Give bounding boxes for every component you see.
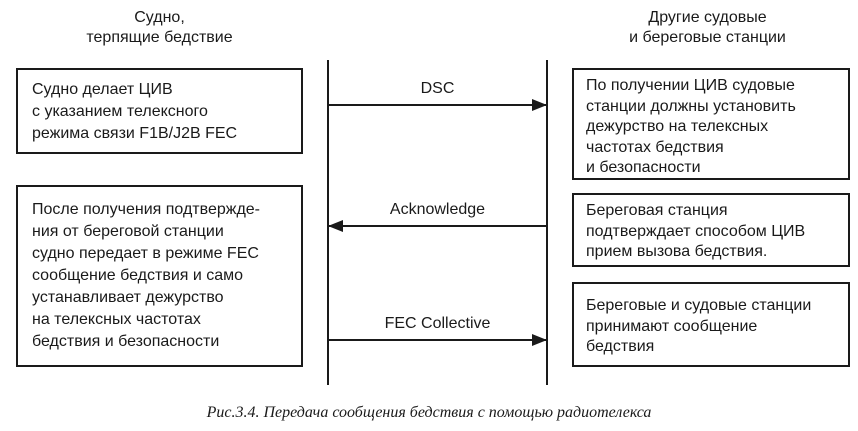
arrow-dsc: DSC xyxy=(329,78,547,111)
arrow-fec-collective-line xyxy=(329,334,547,346)
arrow-fec-collective-label: FEC Collective xyxy=(384,315,491,332)
right-box-ship-stations-watch: По получении ЦИВ судовые станции должны … xyxy=(572,68,850,180)
left-box-ship-transmits-fec: После получения подтвержде- ния от берег… xyxy=(16,185,303,367)
left-box-ship-makes-dsc: Судно делает ЦИВ с указанием телексного … xyxy=(16,68,303,154)
right-column-header: Другие судовые и береговые станции xyxy=(629,9,786,46)
arrow-right-icon xyxy=(532,99,547,111)
arrow-fec-collective: FEC Collective xyxy=(329,313,547,346)
figure-caption: Рис.3.4. Передача сообщения бедствия с п… xyxy=(206,404,652,421)
right-box-coast-station-acknowledge: Береговая станция подтверждает способом … xyxy=(572,193,850,267)
right-box-stations-receive-message: Береговые и судовые станции принимают со… xyxy=(572,282,850,367)
arrow-dsc-label: DSC xyxy=(420,80,455,97)
arrow-acknowledge: Acknowledge xyxy=(328,199,546,232)
arrow-right-icon xyxy=(532,334,547,346)
left-column-header: Судно, терпящие бедствие xyxy=(86,9,233,46)
arrow-dsc-line xyxy=(329,99,547,111)
arrow-left-icon xyxy=(328,220,343,232)
arrow-acknowledge-line xyxy=(328,220,546,232)
right-timeline-line xyxy=(546,60,548,385)
arrow-acknowledge-label: Acknowledge xyxy=(389,201,486,218)
